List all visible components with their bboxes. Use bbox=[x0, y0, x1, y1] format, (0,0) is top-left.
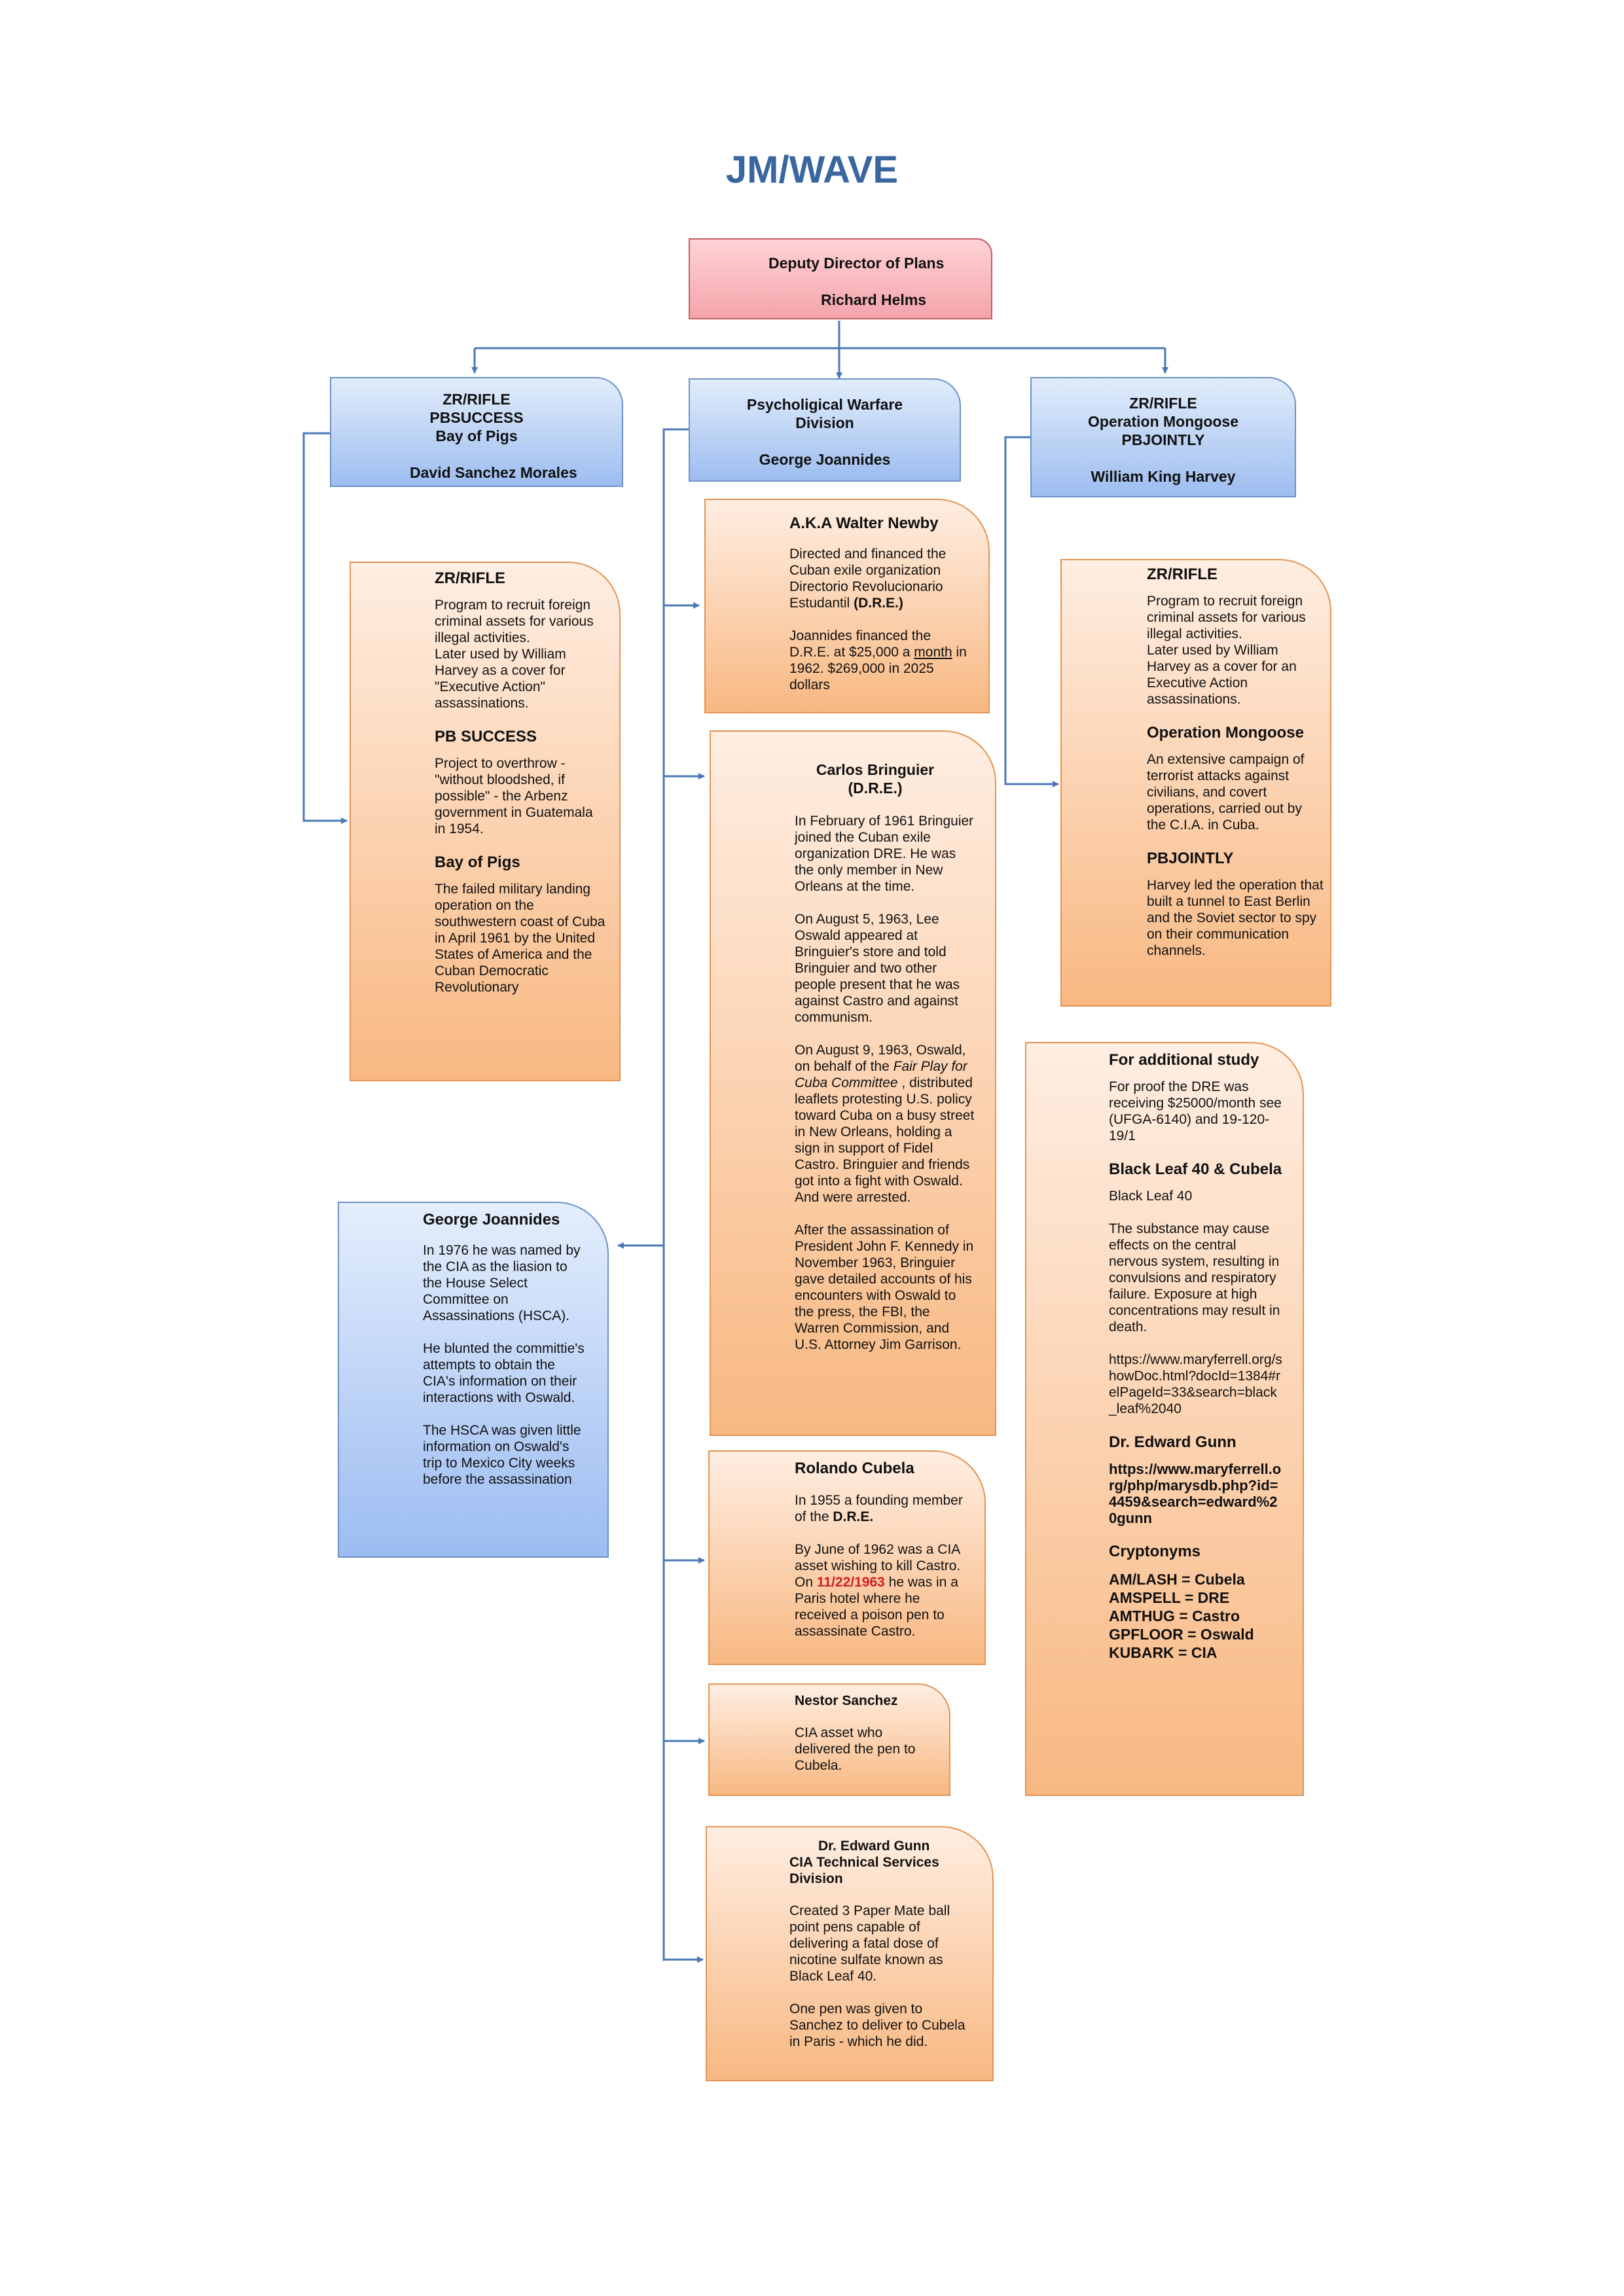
carlos-text-1: In February of 1961 Bringuier joined the… bbox=[795, 814, 974, 894]
deputy-director-box: Deputy Director of Plans Richard Helms bbox=[689, 238, 992, 319]
rolando-text-1: In 1955 a founding member of the D.R.E. bbox=[795, 1492, 965, 1525]
black-leaf-heading: Black Leaf 40 & Cubela bbox=[1109, 1160, 1282, 1178]
black-leaf-text: Black Leaf 40 bbox=[1109, 1189, 1193, 1204]
zr-rifle-text-2: Later used by William Harvey as a cover … bbox=[435, 647, 566, 711]
cryptonym-item: AMTHUG = Castro bbox=[1109, 1607, 1240, 1624]
pbjointly-heading: PBJOINTLY bbox=[1147, 850, 1234, 867]
dre-proof-text: For proof the DRE was receiving $25000/m… bbox=[1109, 1079, 1282, 1143]
header-line: Psycholigical Warfare bbox=[746, 396, 903, 413]
bay-of-pigs-heading: Bay of Pigs bbox=[435, 853, 520, 871]
walter-text: Joannides financed the D.R.E. at $25,000… bbox=[789, 628, 931, 660]
gunn-text-2: One pen was given to Sanchez to deliver … bbox=[789, 2001, 965, 2049]
month-link[interactable]: month bbox=[914, 645, 952, 660]
zr-rifle-heading: ZR/RIFLE bbox=[1147, 565, 1218, 583]
zr-rifle-mongoose-header: ZR/RIFLE Operation Mongoose PBJOINTLY Wi… bbox=[1030, 377, 1296, 497]
edward-gunn-box: Dr. Edward Gunn CIA Technical Services D… bbox=[706, 1826, 994, 2081]
rolando-text: he was in a Paris hotel where he receive… bbox=[795, 1575, 958, 1639]
edward-gunn-title: Dr. Edward Gunn bbox=[818, 1839, 930, 1854]
additional-study-title: For additional study bbox=[1109, 1051, 1259, 1069]
rolando-text: In 1955 a founding member of the bbox=[795, 1493, 963, 1524]
fair-play-committee: Fair Play for Cuba Committee bbox=[795, 1059, 967, 1090]
zr-rifle-heading: ZR/RIFLE bbox=[435, 569, 505, 587]
operation-mongoose-text: An extensive campaign of terrorist attac… bbox=[1147, 752, 1305, 833]
zr-rifle-text: Program to recruit foreign criminal asse… bbox=[435, 598, 594, 645]
right-detail-box: ZR/RIFLE Program to recruit foreign crim… bbox=[1060, 559, 1331, 1007]
header-line: PBJOINTLY bbox=[1121, 431, 1205, 448]
tech-services-division: CIA Technical Services Division bbox=[789, 1855, 939, 1886]
carlos-bringuier-subtitle: (D.R.E.) bbox=[848, 780, 903, 797]
header-line: Division bbox=[795, 414, 854, 431]
cryptonym-item: AMSPELL = DRE bbox=[1109, 1589, 1230, 1606]
pb-success-text: Project to overthrow - "without bloodshe… bbox=[435, 756, 593, 836]
header-line: ZR/RIFLE bbox=[1129, 395, 1197, 412]
page-title: JM/WAVE bbox=[725, 149, 899, 191]
walter-newby-box: A.K.A Walter Newby Directed and financed… bbox=[704, 499, 990, 713]
george-text-2: He blunted the committie's attempts to o… bbox=[423, 1341, 585, 1405]
rolando-cubela-box: Rolando Cubela In 1955 a founding member… bbox=[708, 1450, 986, 1665]
walter-newby-text-2: Joannides financed the D.R.E. at $25,000… bbox=[789, 628, 969, 693]
maryferrell-link-2[interactable]: https://www.maryferrell.org/php/marysdb.… bbox=[1109, 1461, 1282, 1526]
zr-rifle-text: Program to recruit foreign criminal asse… bbox=[1147, 594, 1306, 641]
pbjointly-text: Harvey led the operation that built a tu… bbox=[1147, 878, 1324, 958]
george-text-1: In 1976 he was named by the CIA as the l… bbox=[423, 1243, 581, 1323]
carlos-text-4: After the assassination of President Joh… bbox=[795, 1223, 974, 1352]
george-text-3: The HSCA was given little information on… bbox=[423, 1423, 581, 1487]
carlos-bringuier-box: Carlos Bringuier (D.R.E.) In February of… bbox=[710, 730, 996, 1436]
dre-bold: (D.R.E.) bbox=[854, 596, 903, 611]
carlos-bringuier-title: Carlos Bringuier bbox=[816, 761, 935, 778]
rolando-cubela-title: Rolando Cubela bbox=[795, 1460, 914, 1477]
header-line: Operation Mongoose bbox=[1088, 413, 1238, 430]
walter-newby-title: A.K.A Walter Newby bbox=[789, 514, 939, 532]
black-leaf-description: The substance may cause effects on the c… bbox=[1109, 1221, 1280, 1335]
nestor-sanchez-title: Nestor Sanchez bbox=[795, 1693, 898, 1708]
header-line: Bay of Pigs bbox=[435, 427, 518, 444]
cryptonym-item: GPFLOOR = Oswald bbox=[1109, 1626, 1254, 1643]
additional-study-box: For additional study For proof the DRE w… bbox=[1025, 1042, 1304, 1796]
walter-text: Directed and financed the Cuban exile or… bbox=[789, 547, 947, 611]
george-joannides-title: George Joannides bbox=[423, 1211, 560, 1229]
carlos-text: , distributed leaflets protesting U.S. p… bbox=[795, 1075, 975, 1205]
walter-newby-text-1: Directed and financed the Cuban exile or… bbox=[789, 546, 969, 611]
david-sanchez-morales-name: David Sanchez Morales bbox=[410, 464, 577, 481]
maryferrell-link-1[interactable]: https://www.maryferrell.org/showDoc.html… bbox=[1109, 1352, 1282, 1416]
cryptonyms-heading: Cryptonyms bbox=[1109, 1543, 1201, 1560]
cryptonyms-list: AM/LASH = Cubela AMSPELL = DRE AMTHUG = … bbox=[1109, 1570, 1283, 1662]
cryptonym-item: AM/LASH = Cubela bbox=[1109, 1571, 1245, 1588]
george-joannides-name: George Joannides bbox=[759, 451, 891, 468]
deputy-director-title: Deputy Director of Plans bbox=[768, 255, 945, 272]
zr-rifle-text-2: Later used by William Harvey as a cover … bbox=[1147, 643, 1297, 707]
nestor-text: CIA asset who delivered the pen to Cubel… bbox=[795, 1725, 916, 1773]
walter-text: in 1962. $269,000 in 2025 dollars bbox=[789, 645, 967, 692]
carlos-text: On August 9, 1963, Oswald, on behalf of … bbox=[795, 1043, 966, 1074]
george-joannides-box: George Joannides In 1976 he was named by… bbox=[338, 1202, 609, 1558]
richard-helms-name: Richard Helms bbox=[821, 291, 927, 308]
edward-gunn-heading: Dr. Edward Gunn bbox=[1109, 1433, 1236, 1451]
rolando-text-2: By June of 1962 was a CIA asset wishing … bbox=[795, 1541, 965, 1640]
highlighted-date: 11/22/1963 bbox=[816, 1575, 885, 1590]
dre-bold: D.R.E. bbox=[833, 1509, 874, 1524]
left-detail-box: ZR/RIFLE Program to recruit foreign crim… bbox=[350, 562, 621, 1081]
gunn-text-1: Created 3 Paper Mate ball point pens cap… bbox=[789, 1903, 950, 1984]
operation-mongoose-heading: Operation Mongoose bbox=[1147, 724, 1304, 742]
psychological-warfare-header: Psycholigical Warfare Division George Jo… bbox=[689, 378, 961, 482]
header-line: ZR/RIFLE bbox=[442, 391, 511, 408]
pb-success-heading: PB SUCCESS bbox=[435, 728, 537, 745]
cryptonym-item: KUBARK = CIA bbox=[1109, 1644, 1218, 1661]
zr-rifle-pbsuccess-header: ZR/RIFLE PBSUCCESS Bay of Pigs David San… bbox=[330, 377, 623, 487]
header-line: PBSUCCESS bbox=[429, 409, 524, 426]
carlos-text-3: On August 9, 1963, Oswald, on behalf of … bbox=[795, 1042, 975, 1206]
bay-of-pigs-text: The failed military landing operation on… bbox=[435, 882, 605, 995]
rolando-text: By June of 1962 was a CIA asset wishing … bbox=[795, 1542, 961, 1590]
carlos-text-2: On August 5, 1963, Lee Oswald appeared a… bbox=[795, 912, 960, 1025]
william-king-harvey-name: William King Harvey bbox=[1091, 468, 1236, 485]
nestor-sanchez-box: Nestor Sanchez CIA asset who delivered t… bbox=[708, 1683, 950, 1796]
